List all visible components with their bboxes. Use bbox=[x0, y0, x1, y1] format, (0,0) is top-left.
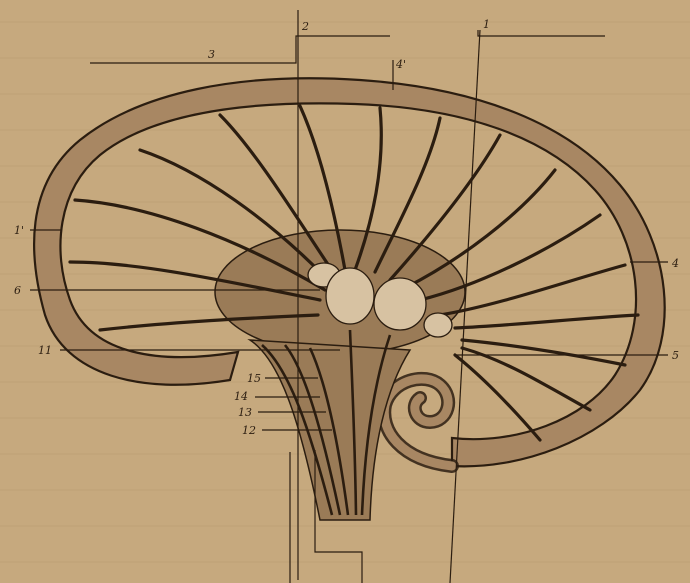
label-3: 3 bbox=[208, 48, 215, 61]
ganglion-c bbox=[374, 278, 426, 330]
label-1: 1 bbox=[483, 18, 490, 31]
label-15: 15 bbox=[247, 372, 261, 385]
label-1-prime: 1' bbox=[14, 224, 24, 237]
label-14: 14 bbox=[234, 390, 248, 403]
label-4-prime: 4' bbox=[395, 58, 406, 71]
label-4: 4 bbox=[671, 257, 679, 270]
label-12: 12 bbox=[242, 424, 256, 437]
label-13: 13 bbox=[238, 406, 252, 419]
label-2: 2 bbox=[301, 20, 309, 33]
ganglion-b bbox=[326, 268, 374, 324]
ganglion-d bbox=[424, 313, 452, 337]
label-6: 6 bbox=[14, 284, 21, 297]
label-11: 11 bbox=[38, 344, 52, 357]
label-5: 5 bbox=[672, 349, 679, 362]
